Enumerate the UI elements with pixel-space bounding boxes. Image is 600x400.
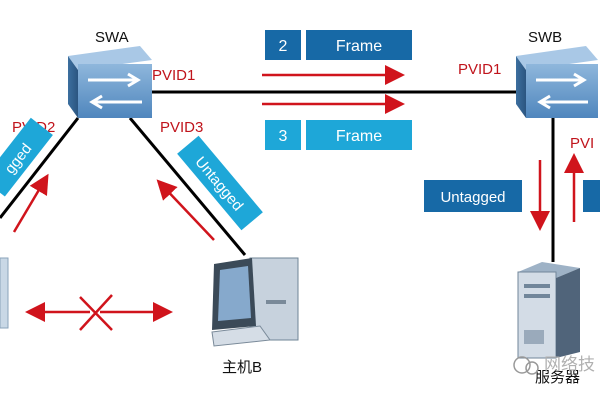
- link-swa-left: [0, 117, 80, 219]
- untagged-right-box: [424, 180, 522, 212]
- arrow-left-up: [12, 173, 49, 233]
- watermark-logo-icon: [513, 356, 539, 375]
- link-swa-hostb: [128, 117, 247, 256]
- switch-swa-icon[interactable]: [68, 46, 152, 118]
- arrow-hostb-up: [156, 179, 215, 241]
- left-device-partial-icon: [0, 257, 9, 329]
- frame-2-label: Frame: [336, 38, 382, 55]
- watermark-text: 网络技: [544, 355, 595, 374]
- frame-3-label: Frame: [336, 128, 382, 145]
- untagged-right-cut-box: [583, 180, 600, 212]
- host-b-pc-icon[interactable]: [211, 257, 299, 347]
- frame-3-tag: 3: [279, 128, 288, 145]
- swb-label: SWB: [528, 29, 562, 46]
- swb-pvid-cut-label: PVI: [570, 135, 594, 152]
- server-icon[interactable]: [517, 262, 580, 359]
- blocked-cross-icon: [79, 294, 113, 331]
- untagged-right-label: Untagged: [440, 189, 505, 206]
- swa-label: SWA: [95, 29, 129, 46]
- server-label: 服务器: [535, 369, 580, 386]
- swa-pvid3-label: PVID3: [160, 119, 203, 136]
- frame-3-label-box: [306, 120, 412, 150]
- host-b-label: 主机B: [222, 359, 262, 376]
- frame-3-tag-box: [265, 120, 301, 150]
- frame-2-tag: 2: [279, 38, 288, 55]
- swa-pvid1-label: PVID1: [152, 67, 195, 84]
- swb-pvid1-label: PVID1: [458, 61, 501, 78]
- frame-2-tag-box: [265, 30, 301, 60]
- switch-swb-icon[interactable]: [516, 46, 598, 118]
- frame-2-label-box: [306, 30, 412, 60]
